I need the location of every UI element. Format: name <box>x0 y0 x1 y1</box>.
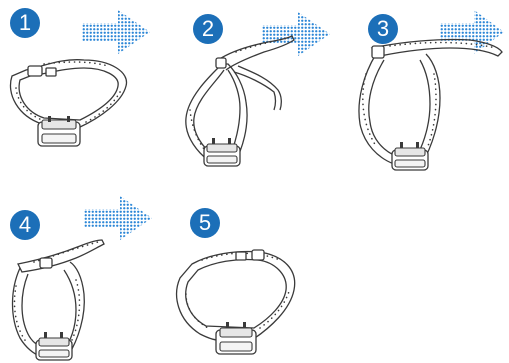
step-2-collar-icon <box>178 30 298 170</box>
step-3-collar-icon <box>350 34 505 174</box>
step-1-collar-icon <box>4 54 134 154</box>
step-1-arrow-icon <box>82 10 152 54</box>
step-4-arrow-icon <box>84 196 154 240</box>
step-5-badge: 5 <box>190 208 220 238</box>
step-5-collar-icon <box>170 238 300 358</box>
step-4-collar-icon <box>6 236 116 362</box>
step-1-badge: 1 <box>10 8 40 38</box>
